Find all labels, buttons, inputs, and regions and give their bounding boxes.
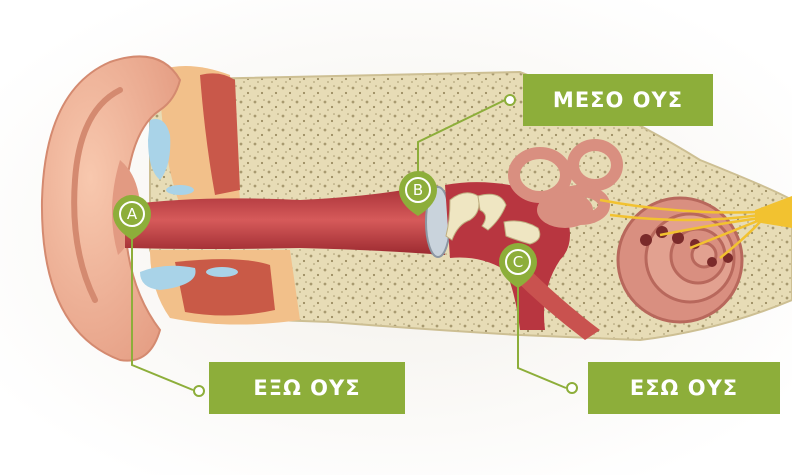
label-outer-ear: ΕΞΩ ΟΥΣ: [209, 362, 405, 414]
vestibule: [537, 192, 593, 228]
leader-end-c: [567, 383, 577, 393]
pin-letter-a: A: [127, 205, 138, 223]
pin-letter-b: B: [413, 181, 423, 199]
leader-end-a: [194, 386, 204, 396]
label-inner-ear: ΕΣΩ ΟΥΣ: [588, 362, 780, 414]
label-middle-ear: ΜΕΣΟ ΟΥΣ: [523, 74, 713, 126]
cartilage-lower-small: [206, 267, 238, 277]
cartilage-small: [166, 185, 194, 195]
leader-end-b: [505, 95, 515, 105]
pin-letter-c: C: [513, 253, 523, 271]
